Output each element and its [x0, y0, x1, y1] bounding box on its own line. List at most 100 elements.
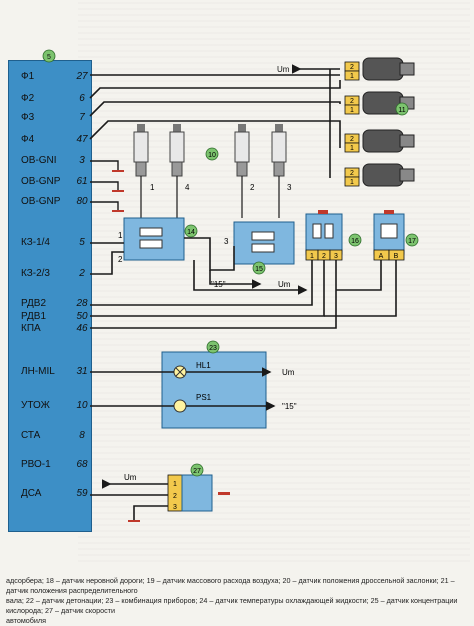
coil-a-number-text: 14: [187, 229, 195, 236]
ecu-pin-number: 2: [79, 268, 85, 279]
ecu-pin-number: 8: [79, 430, 85, 441]
ecu-pin-number: 7: [79, 112, 85, 123]
cluster-number-badge: [206, 340, 220, 354]
ecu-pin-label: КПА: [21, 323, 41, 334]
ecu-pin-number: 6: [79, 93, 85, 104]
coil-a-number-badge: [184, 224, 198, 238]
injector-4: 2 1: [344, 163, 415, 187]
tps-pin-2: 2: [322, 253, 326, 260]
spark-plug-1: [133, 124, 149, 177]
ecu-pin-label: РДВ1: [21, 311, 47, 322]
coil-pin-1-label: 1: [118, 231, 123, 240]
ecu-number-text: 5: [47, 54, 51, 61]
wire-f2: [89, 80, 341, 99]
svg-text:1: 1: [173, 481, 177, 488]
wire-f4: [89, 120, 341, 148]
speed-sensor-number-text: 27: [193, 468, 201, 475]
ecu-pin-number: 28: [76, 298, 88, 309]
ecu-pin-number: 31: [76, 366, 88, 377]
um-label-injectors: Um: [277, 65, 290, 74]
svg-text:2: 2: [350, 64, 354, 71]
sensor-wires: [90, 260, 397, 329]
tps-pin-1: 1: [310, 253, 314, 260]
spark-plugs-number-text: 10: [208, 152, 216, 159]
ignition-coil-a: 14: [123, 217, 198, 261]
gauge-icon: [173, 399, 187, 413]
ecu-pin-label: СТА: [21, 430, 41, 441]
cluster-lamp-ps1-label: PS1: [196, 393, 212, 402]
ground-icon: [128, 520, 140, 522]
fifteen-label-coil: "15": [211, 280, 226, 289]
ecu-pin-label: Ф4: [21, 134, 35, 145]
ecu-pin-label: УТОЖ: [21, 400, 50, 411]
ecu-number-badge: 5: [42, 49, 56, 63]
tps-number-text: 16: [351, 238, 359, 245]
svg-text:1: 1: [350, 145, 354, 152]
plug-2-label: 2: [250, 183, 255, 192]
ecu-pin-label: OB-GNI: [21, 155, 57, 166]
cluster-number-text: 23: [209, 345, 217, 352]
ecu-pin-label: Ф1: [21, 71, 35, 82]
spark-plug-3: [271, 124, 287, 177]
cluster-wires: [90, 367, 276, 411]
ecu-pin-number: 61: [76, 176, 88, 187]
plug-3-label: 3: [287, 183, 292, 192]
injector-wires: [89, 64, 341, 178]
speed-sensor-27: 1 2 3 27: [167, 463, 230, 512]
um-label-speed: Um: [124, 473, 137, 482]
ecu-pin-label: Ф3: [21, 112, 35, 123]
tps-number-badge: [348, 233, 362, 247]
um-label-coil: Um: [278, 280, 291, 289]
spark-plugs: 10 1 4 2 3: [133, 124, 292, 192]
coil-b-number-text: 15: [255, 266, 263, 273]
cluster-lamp-hl1-label: HL1: [196, 361, 211, 370]
svg-text:1: 1: [350, 107, 354, 114]
figure-caption: адсорбера; 18 – датчик неровной дороги; …: [6, 576, 468, 626]
svg-text:2: 2: [173, 493, 177, 500]
sensor-ground-wires: [90, 160, 119, 210]
svg-text:2: 2: [350, 136, 354, 143]
svg-text:1: 1: [350, 179, 354, 186]
coil-b-number-badge: [252, 261, 266, 275]
spark-plug-2: [234, 124, 250, 177]
sensor17-number-text: 17: [408, 238, 416, 245]
ecu-pin-number: 80: [76, 196, 88, 207]
ecu-pin-number: 46: [76, 323, 88, 334]
ecu-pin-number: 27: [76, 71, 88, 82]
injectors-number-badge: [395, 102, 409, 116]
ecu-pin-number: 68: [76, 459, 88, 470]
ecu-pin-label: Ф2: [21, 93, 35, 104]
coolant-sensor-17: A B 17: [373, 210, 419, 261]
injector-1: 2 1: [344, 57, 415, 81]
ecu-pin-number: 59: [76, 488, 88, 499]
ecu-pin-label: РВО-1: [21, 459, 51, 470]
ecu-pin-label: РДВ2: [21, 298, 47, 309]
ecu-pin-label: OB-GNP: [21, 196, 61, 207]
sensor17-pin-b: B: [394, 253, 399, 260]
ecu-pin-number: 5: [79, 237, 85, 248]
speed-sensor-number-badge: [190, 463, 204, 477]
ecu-pin-label: ДСА: [21, 488, 42, 499]
ecu-pin-label: КЗ-2/3: [21, 268, 50, 279]
spark-plug-4: [169, 124, 185, 177]
svg-text:1: 1: [350, 73, 354, 80]
fifteen-label-cluster: "15": [282, 402, 297, 411]
plug-1-label: 1: [150, 183, 155, 192]
caption-line-2: вала; 22 – датчик детонации; 23 – комбин…: [6, 596, 458, 615]
ground-symbols: [112, 170, 124, 212]
ecu-pin-number: 50: [76, 311, 88, 322]
ecu-pin-label: КЗ-1/4: [21, 237, 50, 248]
plug-4-label: 4: [185, 183, 190, 192]
caption-line-1: адсорбера; 18 – датчик неровной дороги; …: [6, 576, 455, 595]
spark-plugs-number-badge: [205, 147, 219, 161]
sensor17-pin-a: A: [379, 253, 384, 260]
ecu-pin-label: ЛН-MIL: [21, 366, 55, 377]
injector-group: 2 1 2 1 2 1: [344, 57, 415, 187]
ecu-pin-label: OB-GNP: [21, 176, 61, 187]
ecu-pin-number: 10: [76, 400, 88, 411]
svg-text:2: 2: [350, 98, 354, 105]
caption-line-3: автомобиля: [6, 616, 47, 625]
throttle-position-sensor: 1 2 3 16: [305, 210, 362, 261]
